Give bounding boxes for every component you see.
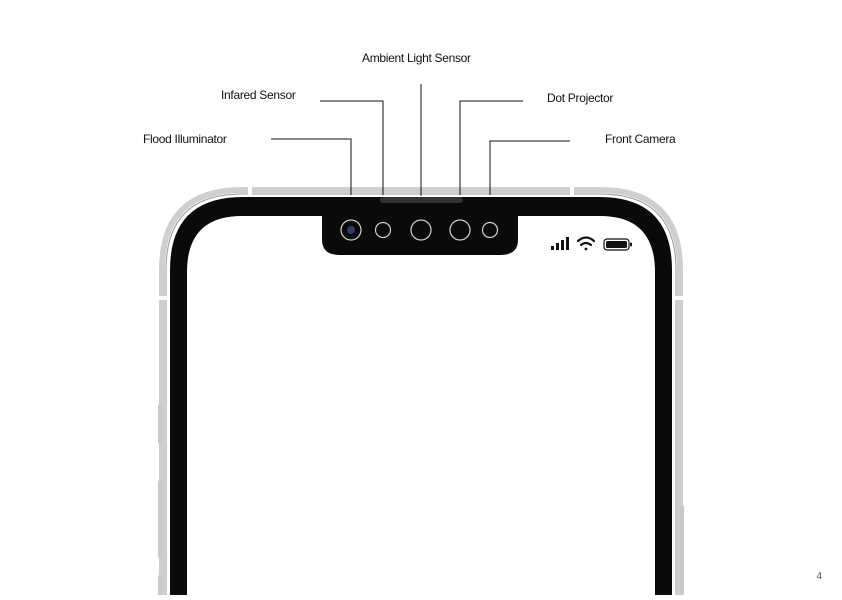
phone-bezel: [170, 197, 672, 600]
antenna-band: [675, 296, 683, 300]
label-infrared-sensor: Infared Sensor: [221, 88, 296, 102]
page-number: 4: [816, 571, 822, 582]
mute-switch: [158, 404, 162, 444]
antenna-band: [248, 187, 252, 195]
speaker-grille: [380, 197, 463, 203]
dot-projector-lens: [449, 219, 471, 241]
label-ambient-light-sensor: Ambient Light Sensor: [362, 51, 471, 65]
flood-illuminator-core: [347, 226, 355, 234]
infrared-sensor-lens: [374, 221, 392, 239]
volume-button: [158, 480, 162, 558]
leader-line-front-camera: [489, 140, 570, 195]
leader-line-dot-projector: [459, 100, 523, 195]
antenna-band: [159, 296, 167, 300]
leader-line-flood-illuminator: [271, 138, 352, 195]
leader-line-infrared-sensor: [320, 100, 384, 195]
battery-icon: [603, 238, 632, 251]
front-camera-lens: [481, 221, 499, 239]
side-button: [680, 505, 684, 595]
wifi-icon: [576, 236, 596, 251]
antenna-band: [570, 187, 574, 195]
volume-button-2: [158, 575, 162, 600]
label-front-camera: Front Camera: [605, 132, 676, 146]
ambient-light-sensor-lens: [410, 219, 432, 241]
label-flood-illuminator: Flood Illuminator: [143, 132, 227, 146]
signal-bars-icon: [551, 237, 569, 250]
label-dot-projector: Dot Projector: [547, 91, 614, 105]
